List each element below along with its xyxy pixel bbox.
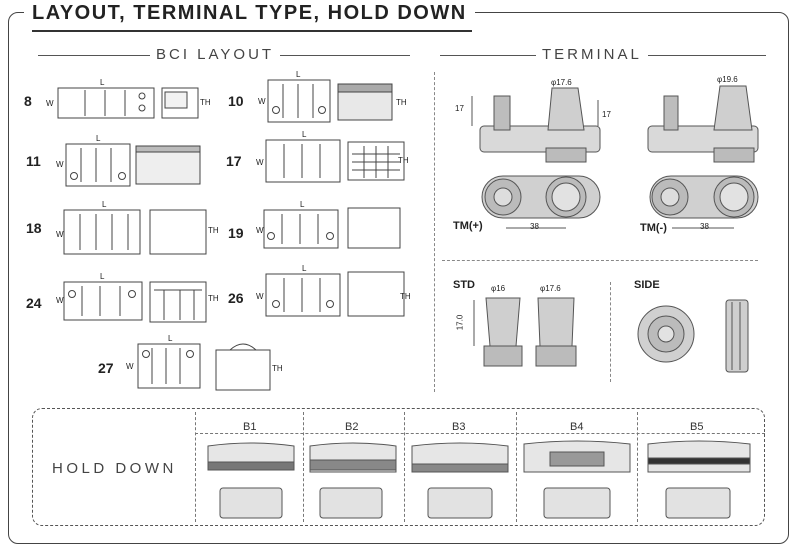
battery-27-top	[137, 343, 201, 389]
layout-number-8: 8	[24, 93, 32, 109]
hold-down-b5-side	[647, 440, 751, 473]
layout-number-19: 19	[228, 225, 244, 241]
dim-th-10: TH	[396, 98, 407, 107]
dim-w-10: W	[258, 97, 266, 106]
tm-minus-cone-post	[713, 85, 753, 131]
title-underline	[32, 30, 472, 32]
hold-down-divider-1	[195, 412, 196, 522]
hold-down-b3-end	[427, 487, 493, 519]
hold-down-heading: HOLD DOWN	[52, 460, 177, 477]
battery-8-side	[161, 87, 199, 119]
battery-17-side	[347, 141, 405, 181]
tm-plus-body	[479, 125, 601, 153]
dim-l-8: L	[100, 78, 105, 87]
vertical-divider	[434, 72, 435, 392]
dim-l-17: L	[302, 130, 307, 139]
dim-38-plus: 38	[530, 222, 539, 231]
dim-w-27: W	[126, 362, 134, 371]
hold-down-b4-end	[543, 487, 611, 519]
std-side-divider	[610, 282, 611, 382]
tm-plus-cone-post	[547, 87, 585, 131]
dim-w-24: W	[56, 296, 64, 305]
hold-down-label-b5: B5	[690, 421, 704, 433]
hold-down-b1-end	[219, 487, 283, 519]
hold-down-b5-end	[665, 487, 731, 519]
dim-l-11: L	[96, 134, 101, 143]
hold-down-panel	[32, 408, 765, 526]
dim-17-right: 17	[602, 110, 611, 119]
dim-l-18: L	[102, 200, 107, 209]
hold-down-divider-4	[516, 412, 517, 522]
battery-26-side	[347, 271, 405, 317]
bci-layout-heading: BCI LAYOUT	[150, 46, 281, 63]
dim-17-left: 17	[455, 104, 464, 113]
battery-11-top	[65, 143, 131, 187]
battery-24-top	[63, 281, 143, 321]
hold-down-label-b2: B2	[345, 421, 359, 433]
hold-down-divider-3	[404, 412, 405, 522]
dim-phi-16: φ16	[491, 284, 506, 293]
hold-down-label-b1: B1	[243, 421, 257, 433]
dim-th-26: TH	[400, 292, 411, 301]
battery-19-side	[347, 207, 401, 249]
terminal-divider	[442, 260, 758, 261]
hold-down-label-b3: B3	[452, 421, 466, 433]
dim-w-8: W	[46, 99, 54, 108]
dim-l-27: L	[168, 334, 173, 343]
dim-l-24: L	[100, 272, 105, 281]
battery-10-top	[267, 79, 331, 123]
dim-l-10: L	[296, 70, 301, 79]
dim-th-18: TH	[208, 226, 219, 235]
page-title: LAYOUT, TERMINAL TYPE, HOLD DOWN	[24, 2, 475, 25]
dim-w-11: W	[56, 160, 64, 169]
dim-w-19: W	[256, 226, 264, 235]
layout-number-11: 11	[26, 153, 41, 169]
dim-phi-17-6-plus: φ17.6	[551, 78, 572, 87]
dim-phi-17-6-std: φ17.6	[540, 284, 561, 293]
layout-number-10: 10	[228, 93, 244, 109]
std-label: STD	[453, 279, 475, 291]
layout-number-27: 27	[98, 360, 114, 376]
tm-minus-body	[647, 125, 759, 153]
hold-down-b2-end	[319, 487, 383, 519]
battery-18-side	[149, 209, 207, 255]
hold-down-header-rule	[195, 433, 765, 434]
tm-plus-small-post	[493, 95, 511, 131]
layout-number-26: 26	[228, 290, 244, 306]
layout-number-18: 18	[26, 220, 42, 236]
battery-8-top	[57, 87, 155, 119]
dim-w-18: W	[56, 230, 64, 239]
dim-th-24: TH	[208, 294, 219, 303]
layout-number-24: 24	[26, 295, 42, 311]
hold-down-divider-2	[303, 412, 304, 522]
dim-th-27: TH	[272, 364, 283, 373]
hold-down-divider-5	[637, 412, 638, 522]
battery-19-top	[263, 209, 339, 249]
dim-w-26: W	[256, 292, 264, 301]
hold-down-label-b4: B4	[570, 421, 584, 433]
dim-phi-19-6: φ19.6	[717, 75, 738, 84]
layout-number-17: 17	[226, 153, 242, 169]
tm-minus-small-post	[663, 95, 679, 131]
dim-l-19: L	[300, 200, 305, 209]
battery-17-top	[265, 139, 341, 183]
dim-l-26: L	[302, 264, 307, 273]
dim-38-minus: 38	[700, 222, 709, 231]
battery-18-top	[63, 209, 141, 255]
battery-26-top	[265, 273, 341, 317]
tm-plus-label: TM(+)	[453, 220, 483, 232]
side-label: SIDE	[634, 279, 660, 291]
dim-th-8: TH	[200, 98, 211, 107]
battery-27-side	[215, 349, 271, 391]
dim-w-17: W	[256, 158, 264, 167]
battery-24-side	[149, 281, 207, 323]
tm-minus-label: TM(-)	[640, 222, 667, 234]
dim-th-17: TH	[398, 156, 409, 165]
terminal-heading: TERMINAL	[536, 46, 648, 63]
